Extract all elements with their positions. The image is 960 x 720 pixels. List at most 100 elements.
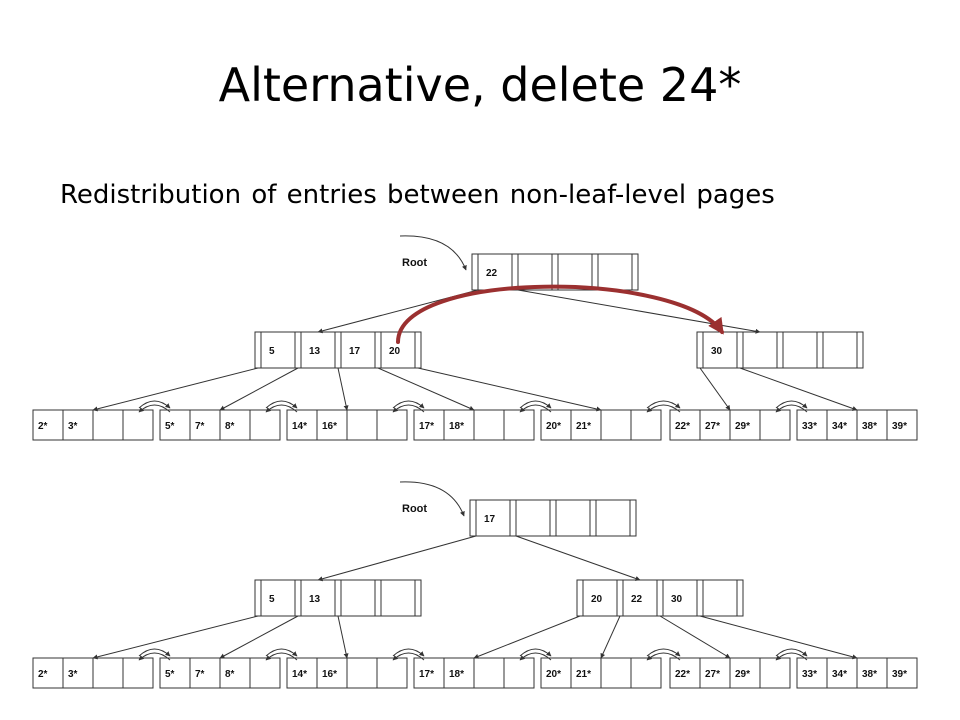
sibling-link <box>392 400 425 409</box>
node-key: 30 <box>671 594 683 605</box>
node-key: 30 <box>711 346 723 357</box>
leaf-key: 8* <box>225 421 235 432</box>
leaf-key: 27* <box>705 669 720 680</box>
sibling-link <box>775 404 808 413</box>
leaf-key: 16* <box>322 669 337 680</box>
sibling-link <box>265 652 298 661</box>
leaf-node: 20*21* <box>540 409 662 441</box>
node-key: 22 <box>631 594 643 605</box>
leaf-node: 22* 27* 29* <box>669 409 791 441</box>
root-pointer <box>399 481 465 517</box>
sibling-link <box>138 652 171 661</box>
sibling-link <box>519 648 552 657</box>
child-pointer <box>337 367 349 411</box>
leaf-node: 14* 16* <box>286 657 408 689</box>
leaf-node: 5* 7* 8* <box>159 409 281 441</box>
sibling-link <box>775 648 808 657</box>
leaf-key: 20* <box>546 669 561 680</box>
leaf-key: 38* <box>862 669 877 680</box>
leaf-key: 39* <box>892 669 907 680</box>
sibling-link <box>646 648 681 657</box>
child-pointer <box>600 615 621 659</box>
sibling-link <box>138 648 171 657</box>
leaf-node: 2* 3* <box>32 409 154 441</box>
child-pointer <box>377 367 475 411</box>
root-label: Root <box>402 503 427 515</box>
leaf-key: 39* <box>892 421 907 432</box>
internal-node: 30 <box>696 331 864 369</box>
leaf-key: 27* <box>705 421 720 432</box>
child-pointer <box>473 615 581 659</box>
child-pointer <box>417 367 602 412</box>
redistribution-arrow-layer <box>396 284 724 344</box>
leaf-key: 2* <box>38 669 48 680</box>
sibling-link <box>392 648 425 657</box>
leaf-key: 7* <box>195 669 205 680</box>
leaf-node: 33*34*38*39* <box>796 657 918 689</box>
leaf-key: 29* <box>735 421 750 432</box>
sibling-link <box>519 652 552 661</box>
leaf-key: 5* <box>165 421 175 432</box>
redistribution-arrow <box>396 284 724 344</box>
node-key: 13 <box>309 346 321 357</box>
leaf-key: 33* <box>802 421 817 432</box>
root-pointer <box>399 235 467 271</box>
sibling-link <box>265 404 298 413</box>
leaf-key: 14* <box>292 669 307 680</box>
sibling-link <box>265 648 298 657</box>
leaf-key: 20* <box>546 421 561 432</box>
root-node: 17 <box>469 499 637 537</box>
leaf-key: 18* <box>449 669 464 680</box>
node-key: 5 <box>269 346 275 357</box>
child-pointer <box>699 615 858 660</box>
leaf-key: 22* <box>675 421 690 432</box>
leaf-key: 21* <box>576 669 591 680</box>
leaf-key: 5* <box>165 669 175 680</box>
child-pointer <box>659 615 731 659</box>
root-child-pointer <box>515 535 641 581</box>
leaf-node: 2*3* <box>32 657 154 689</box>
leaf-key: 3* <box>68 421 78 432</box>
root-child-pointer <box>517 289 761 334</box>
child-pointer <box>92 367 259 412</box>
leaf-key: 18* <box>449 421 464 432</box>
sibling-link <box>646 404 681 413</box>
leaf-key: 17* <box>419 421 434 432</box>
sibling-link <box>775 652 808 661</box>
leaf-node: 17* 18* <box>413 409 535 441</box>
sibling-link <box>138 400 171 409</box>
leaf-key: 29* <box>735 669 750 680</box>
sibling-link <box>519 404 552 413</box>
node-key: 17 <box>349 346 361 357</box>
leaf-key: 17* <box>419 669 434 680</box>
leaf-node: 14* 16* <box>286 409 408 441</box>
leaf-key: 8* <box>225 669 235 680</box>
sibling-link <box>646 400 681 409</box>
leaf-node: 20* 21* <box>540 657 662 689</box>
leaf-key: 34* <box>832 421 847 432</box>
leaf-key: 7* <box>195 421 205 432</box>
root-node: 22 <box>471 253 639 291</box>
leaf-key: 38* <box>862 421 877 432</box>
sibling-link <box>138 404 171 413</box>
leaf-node: 17* 18* <box>413 657 535 689</box>
leaf-node: 22*27*29* <box>669 657 791 689</box>
leaf-key: 14* <box>292 421 307 432</box>
sibling-link <box>392 404 425 413</box>
node-key: 22 <box>486 268 498 279</box>
leaf-key: 34* <box>832 669 847 680</box>
slide-title: Alternative, delete 24* <box>218 58 742 112</box>
child-pointer <box>739 367 858 411</box>
leaf-key: 16* <box>322 421 337 432</box>
child-pointer <box>219 615 299 659</box>
leaf-key: 2* <box>38 421 48 432</box>
root-label: Root <box>402 257 427 269</box>
sibling-link <box>646 652 681 661</box>
child-pointer <box>699 367 731 411</box>
